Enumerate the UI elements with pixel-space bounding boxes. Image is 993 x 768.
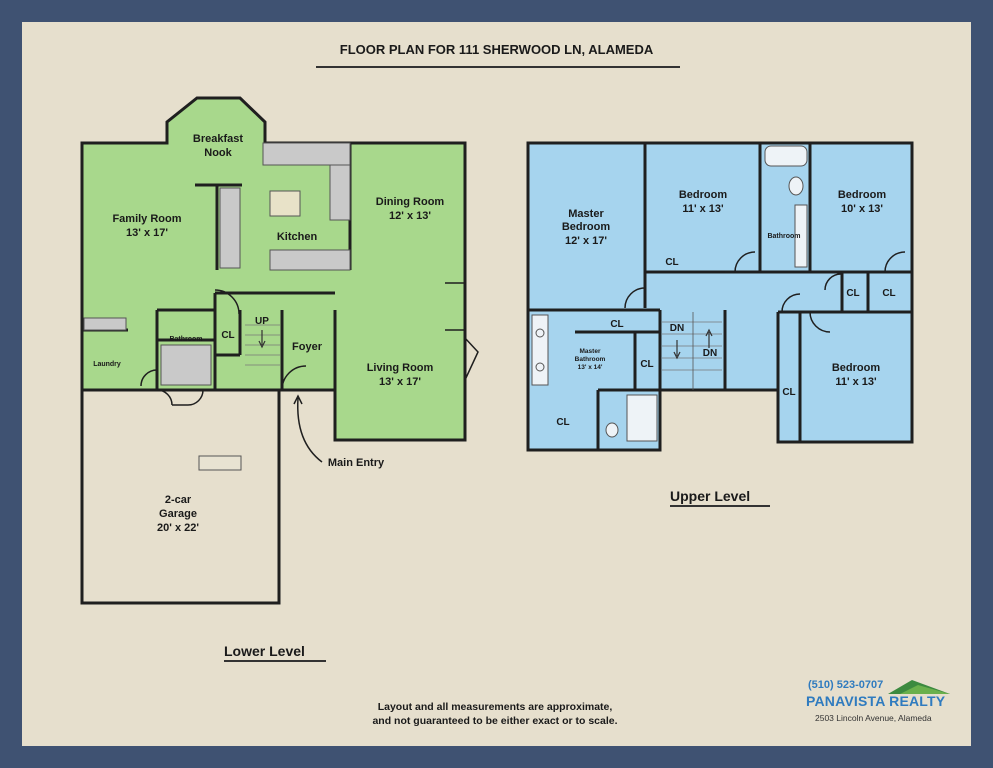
dining-room-label: Dining Room	[376, 196, 445, 208]
stairs-down-label-1: DN	[670, 323, 684, 334]
closet-label-2: CL	[846, 288, 859, 299]
master-bathroom-label-2: Bathroom	[575, 356, 606, 363]
closet-label-3: CL	[882, 288, 895, 299]
disclaimer-line-2: and not guaranteed to be either exact or…	[372, 715, 618, 727]
closet-label-7: CL	[782, 387, 795, 398]
upper-bathroom-label: Bathroom	[767, 233, 800, 240]
upper-level-underline	[670, 505, 770, 507]
bedroom-2-label: Bedroom	[838, 189, 887, 201]
breakfast-nook-label-2: Nook	[204, 147, 232, 159]
closet-label-5: CL	[640, 359, 653, 370]
lower-level-plan: Breakfast Nook Family Room 13' x 17' Kit…	[80, 96, 479, 605]
page-title: FLOOR PLAN FOR 111 SHERWOOD LN, ALAMEDA	[339, 42, 654, 57]
master-bedroom-label-1: Master	[568, 208, 604, 220]
garage-label-2: Garage	[159, 508, 197, 520]
kitchen-label: Kitchen	[277, 231, 318, 243]
closet-label-6: CL	[556, 417, 569, 428]
garage-vent	[198, 455, 242, 471]
bedroom-2-size: 10' x 13'	[841, 203, 883, 215]
breakfast-nook-label-1: Breakfast	[193, 133, 243, 145]
disclaimer: Layout and all measurements are approxim…	[300, 700, 690, 728]
stairs-up-label: UP	[255, 316, 269, 327]
panavista-logo	[888, 680, 950, 694]
master-bathroom-label-1: Master	[580, 348, 601, 355]
bedroom-3-label: Bedroom	[832, 362, 881, 374]
logo-address: 2503 Lincoln Avenue, Alameda	[815, 713, 932, 723]
main-entry-label: Main Entry	[328, 457, 385, 469]
living-room-size: 13' x 17'	[379, 376, 421, 388]
disclaimer-line-1: Layout and all measurements are approxim…	[377, 701, 613, 713]
closet-label-1: CL	[665, 257, 678, 268]
master-bathroom-size: 13' x 14'	[578, 364, 603, 371]
lower-level-underline	[224, 660, 326, 662]
family-room-size: 13' x 17'	[126, 227, 168, 239]
garage-size: 20' x 22'	[157, 522, 199, 534]
upper-level-plan: Master Bedroom 12' x 17' Bedroom 11' x 1…	[526, 141, 914, 452]
upper-level-floor	[526, 141, 914, 452]
lower-bathroom-label: Bathroom	[169, 336, 202, 343]
lower-closet-label: CL	[221, 330, 234, 341]
upper-level-label: Upper Level	[670, 488, 751, 504]
stairs-down-label-2: DN	[703, 348, 717, 359]
family-room-label: Family Room	[112, 213, 181, 225]
title-underline	[316, 66, 680, 68]
garage-label-1: 2-car	[165, 494, 192, 506]
foyer-label: Foyer	[292, 341, 323, 353]
bedroom-1-size: 11' x 13'	[682, 203, 724, 215]
dining-room-size: 12' x 13'	[389, 210, 431, 222]
logo-brand: PANAVISTA REALTY	[806, 693, 946, 709]
master-bedroom-label-2: Bedroom	[562, 221, 611, 233]
bedroom-3-size: 11' x 13'	[835, 376, 877, 388]
master-bedroom-size: 12' x 17'	[565, 235, 607, 247]
living-room-label: Living Room	[367, 362, 434, 374]
logo-phone: (510) 523-0707	[808, 679, 884, 691]
lower-level-label: Lower Level	[224, 643, 305, 659]
laundry-label: Laundry	[93, 361, 121, 368]
closet-label-4: CL	[610, 319, 623, 330]
bedroom-1-label: Bedroom	[679, 189, 728, 201]
